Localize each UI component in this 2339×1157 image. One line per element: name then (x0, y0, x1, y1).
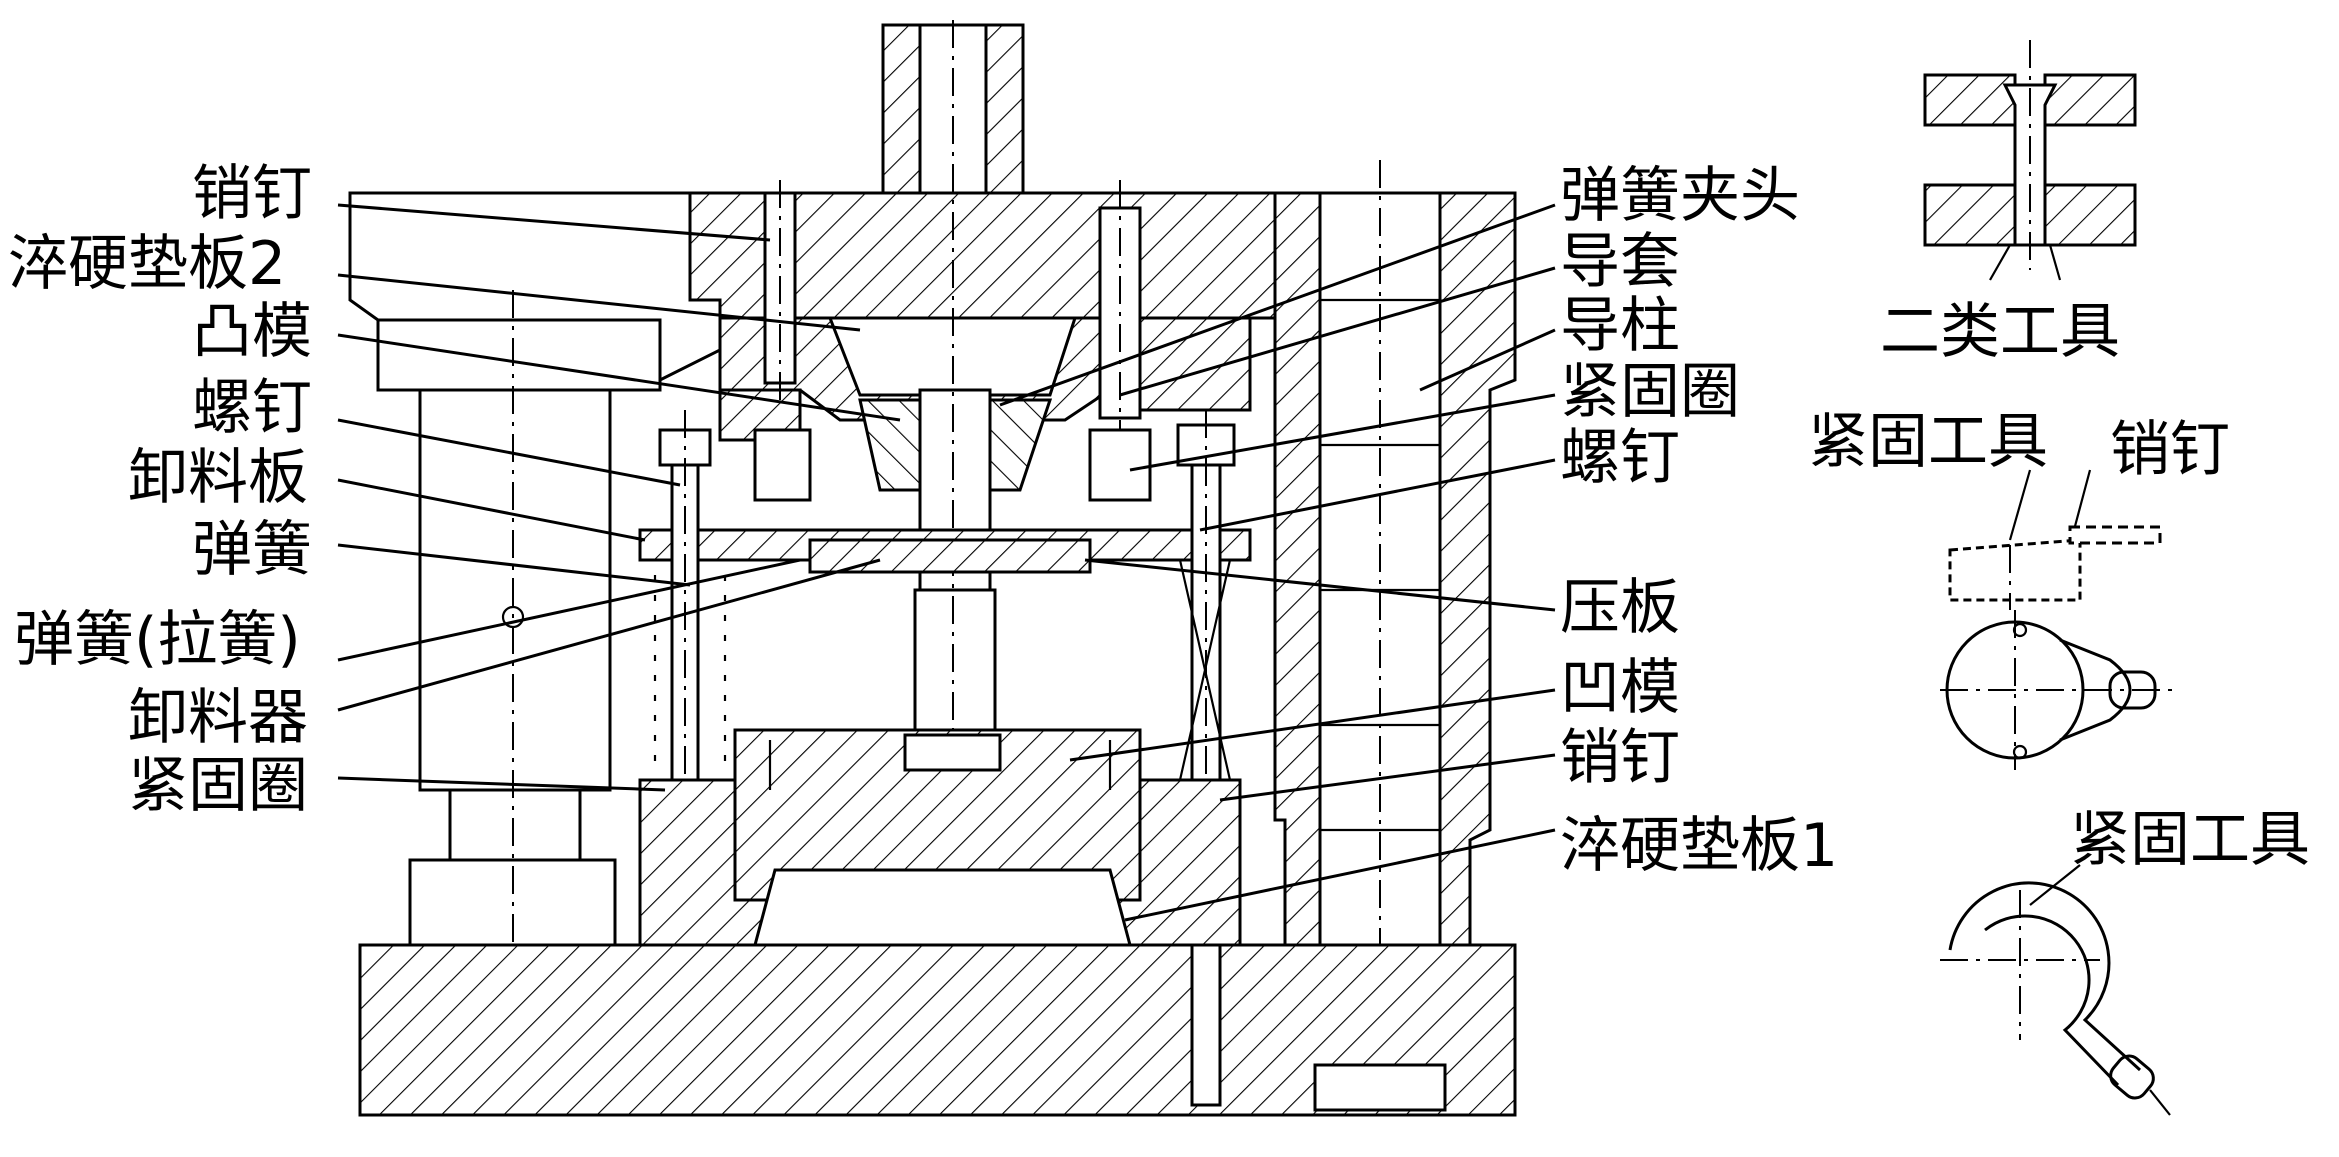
label-punch: 凸模 (192, 297, 312, 367)
clamp-tool-bottom-drawing (1940, 864, 2171, 1116)
label-pin-tool: 销钉 (2110, 415, 2230, 485)
label-clamp-tool-top: 紧固工具 (1808, 407, 2048, 477)
label-clamp-ring-left: 紧固圈 (128, 751, 308, 821)
die-drawing (348, 20, 1517, 1117)
stripper-plate (638, 428, 1252, 574)
label-guide-post: 导柱 (1560, 291, 1680, 361)
label-tension-spring: 弹簧(拉簧) (14, 605, 301, 675)
label-pin-top: 销钉 (192, 159, 312, 229)
lower-base-plate (358, 943, 1517, 1117)
label-hardened-plate-2: 淬硬垫板2 (8, 229, 286, 299)
label-unloader: 卸料器 (128, 683, 308, 753)
label-press-plate: 压板 (1560, 573, 1680, 643)
label-clamp-ring-right: 紧固圈 (1560, 357, 1740, 427)
label-guide-bush: 导套 (1560, 227, 1680, 297)
label-class2-tool: 二类工具 (1880, 297, 2120, 367)
die-block (638, 728, 1242, 947)
label-clamp-tool-bottom: 紧固工具 (2070, 805, 2310, 875)
label-stripper-plate: 卸料板 (128, 443, 308, 513)
tool-details: 二类工具 紧固工具 销钉 紧固工具 (1808, 40, 2310, 1116)
clamp-tool-top-drawing (1940, 469, 2175, 770)
label-die: 凹模 (1560, 653, 1680, 723)
label-spring-chuck: 弹簧夹头 (1560, 161, 1800, 231)
top-pin (763, 180, 1142, 430)
guide-post-assembly (1273, 160, 1517, 1115)
label-spring: 弹簧 (192, 515, 312, 585)
label-screw-right: 螺钉 (1560, 423, 1680, 493)
class2-tool-drawing (1923, 40, 2137, 281)
label-pin-right: 销钉 (1560, 723, 1680, 793)
punch (858, 20, 1053, 790)
label-hardened-plate-1: 淬硬垫板1 (1560, 811, 1838, 881)
left-labels: 销钉 淬硬垫板2 凸模 螺钉 卸料板 弹簧 弹簧(拉簧) 卸料器 紧固圈 (8, 159, 312, 821)
leader-lines (337, 203, 1556, 922)
right-labels: 弹簧夹头 导套 导柱 紧固圈 螺钉 压板 凹模 销钉 淬硬垫板1 (1560, 161, 1838, 881)
label-screw-left: 螺钉 (192, 373, 312, 443)
